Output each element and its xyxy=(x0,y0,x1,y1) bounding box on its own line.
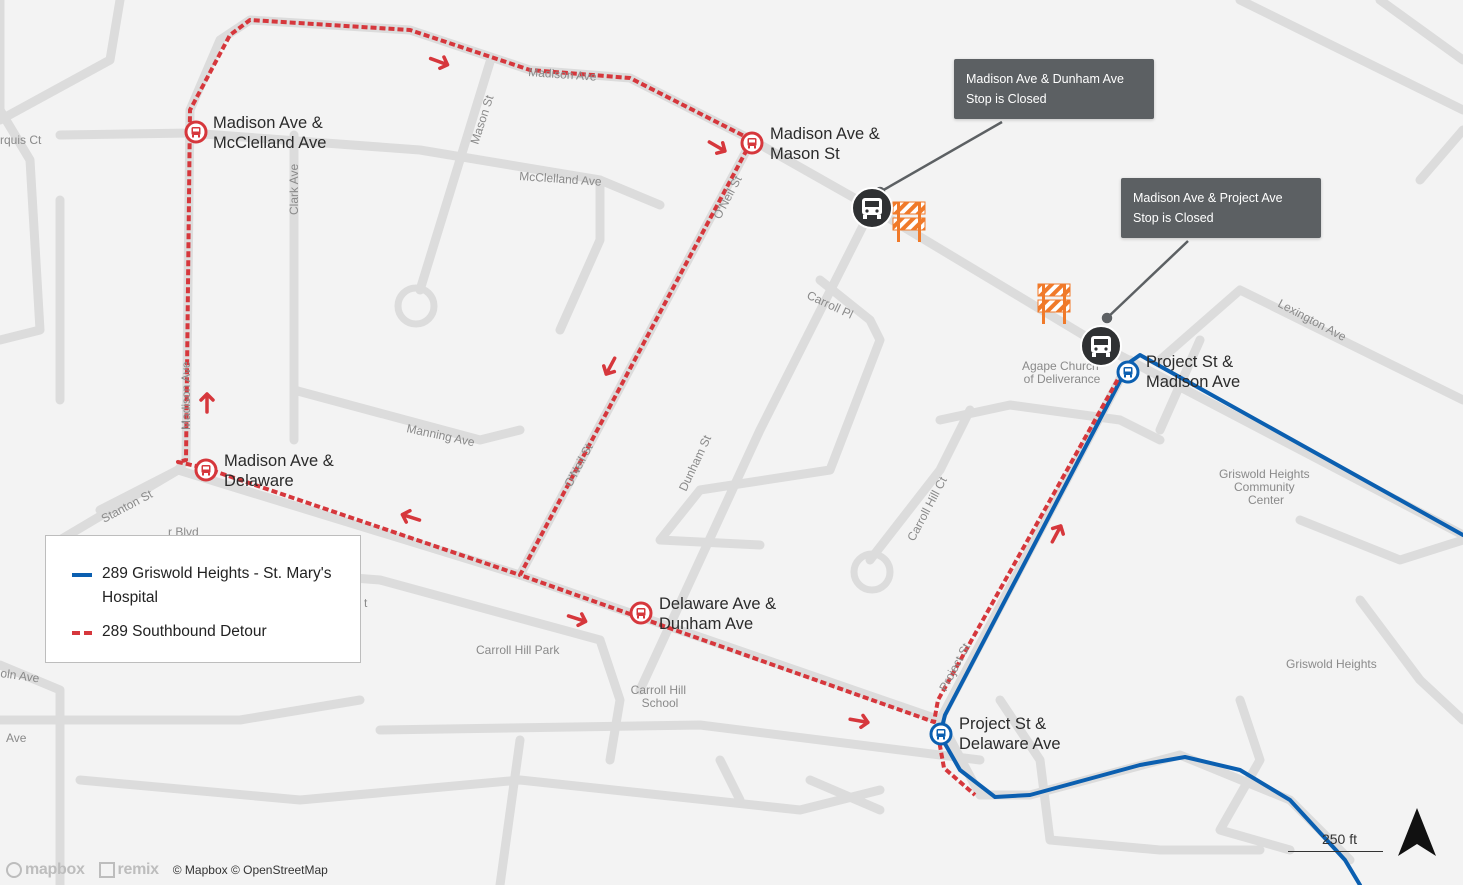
detour-stop-marker[interactable] xyxy=(629,601,653,625)
road-barrier-icon xyxy=(1037,283,1071,324)
legend-item-detour: 289 Southbound Detour xyxy=(72,620,340,644)
detour-stop-marker[interactable] xyxy=(740,131,764,155)
legend-item-route: 289 Griswold Heights - St. Mary's Hospit… xyxy=(72,562,340,610)
route-289-line xyxy=(938,353,1463,885)
closed-stop-tooltip-project: Madison Ave & Project Ave Stop is Closed xyxy=(1121,178,1321,238)
closed-stop-tooltip-dunham: Madison Ave & Dunham Ave Stop is Closed xyxy=(954,59,1154,119)
bus-icon xyxy=(1091,336,1111,357)
stop-label: Project St &Madison Ave xyxy=(1146,353,1240,391)
mapbox-logo-icon xyxy=(6,862,22,878)
bus-icon xyxy=(862,198,882,219)
map-attribution: mapbox remix © Mapbox © OpenStreetMap xyxy=(6,861,328,879)
arrow-icon xyxy=(1050,524,1065,544)
arrow-icon xyxy=(199,392,215,414)
tooltip-stop-status: Stop is Closed xyxy=(1133,211,1214,225)
arrow-icon xyxy=(848,713,870,730)
mapbox-logo[interactable]: mapbox xyxy=(6,861,85,879)
route-stop-marker[interactable] xyxy=(1116,360,1140,384)
bus-icon xyxy=(936,729,946,740)
scale-label: 250 ft xyxy=(1321,831,1357,847)
attribution-text[interactable]: © Mapbox © OpenStreetMap xyxy=(172,863,328,877)
remix-logo[interactable]: remix xyxy=(98,861,159,879)
street-label: Madison Ave xyxy=(179,361,193,430)
street-label: t xyxy=(364,596,368,610)
arrow-icon xyxy=(707,140,727,155)
arrow-icon xyxy=(602,356,617,376)
bus-icon xyxy=(747,138,757,149)
map-legend: 289 Griswold Heights - St. Mary's Hospit… xyxy=(45,535,361,663)
tooltip-stop-name: Madison Ave & Dunham Ave xyxy=(966,72,1124,86)
bus-icon xyxy=(191,127,201,138)
route-stop-markers xyxy=(929,360,1140,746)
scale-bar: 250 ft xyxy=(1288,831,1383,852)
detour-direction-arrows xyxy=(199,55,1065,730)
stop-label: Project St &Delaware Ave xyxy=(959,715,1061,753)
street-label: McClelland Ave xyxy=(519,169,603,189)
stop-label: Madison Ave &Mason St xyxy=(770,125,880,163)
poi-label-community-center: Griswold Heights Community Center xyxy=(1219,467,1313,507)
street-label: Madison Ave xyxy=(528,65,598,84)
street-label: Ave xyxy=(6,731,27,745)
closed-stop-marker-project[interactable] xyxy=(1080,325,1122,367)
road-barrier-icon xyxy=(892,201,926,242)
poi-label-agape-church: Agape Church of Deliverance xyxy=(1022,359,1102,386)
poi-label-carroll-hill-park: Carroll Hill Park xyxy=(476,643,560,657)
arrow-icon xyxy=(566,612,588,628)
poi-labels: Agape Church of Deliverance Griswold Hei… xyxy=(476,359,1377,710)
stop-label: Delaware Ave &Dunham Ave xyxy=(659,595,776,633)
tooltip-stop-name: Madison Ave & Project Ave xyxy=(1133,191,1283,205)
bus-icon xyxy=(201,465,211,476)
route-stop-marker[interactable] xyxy=(929,722,953,746)
street-label: oln Ave xyxy=(0,666,41,685)
stop-labels: Madison Ave &McClelland Ave Madison Ave … xyxy=(213,114,1240,753)
street-label: rquis Ct xyxy=(0,133,42,147)
poi-label-griswold-heights: Griswold Heights xyxy=(1286,657,1377,671)
arrow-icon xyxy=(400,508,422,524)
stop-label: Madison Ave &McClelland Ave xyxy=(213,114,326,152)
legend-label: 289 Southbound Detour xyxy=(102,623,267,640)
detour-289-line xyxy=(176,18,1124,797)
detour-stop-marker[interactable] xyxy=(194,458,218,482)
bus-icon xyxy=(1123,367,1133,378)
north-arrow-icon xyxy=(1398,808,1436,856)
legend-swatch-solid xyxy=(72,573,92,577)
bus-icon xyxy=(636,608,646,619)
detour-stop-marker[interactable] xyxy=(184,120,208,144)
legend-swatch-dashed xyxy=(72,631,92,635)
closed-stop-marker-dunham[interactable] xyxy=(851,187,893,229)
street-label: Clark Ave xyxy=(287,164,301,215)
remix-logo-icon xyxy=(98,862,115,878)
stop-label: Madison Ave &Delaware xyxy=(224,452,334,490)
poi-label-carroll-hill-school: Carroll Hill School xyxy=(631,683,690,710)
detour-stop-markers xyxy=(184,120,764,625)
arrow-icon xyxy=(428,55,450,71)
tooltip-stop-status: Stop is Closed xyxy=(966,92,1047,106)
legend-label: 289 Griswold Heights - St. Mary's Hospit… xyxy=(102,565,332,606)
